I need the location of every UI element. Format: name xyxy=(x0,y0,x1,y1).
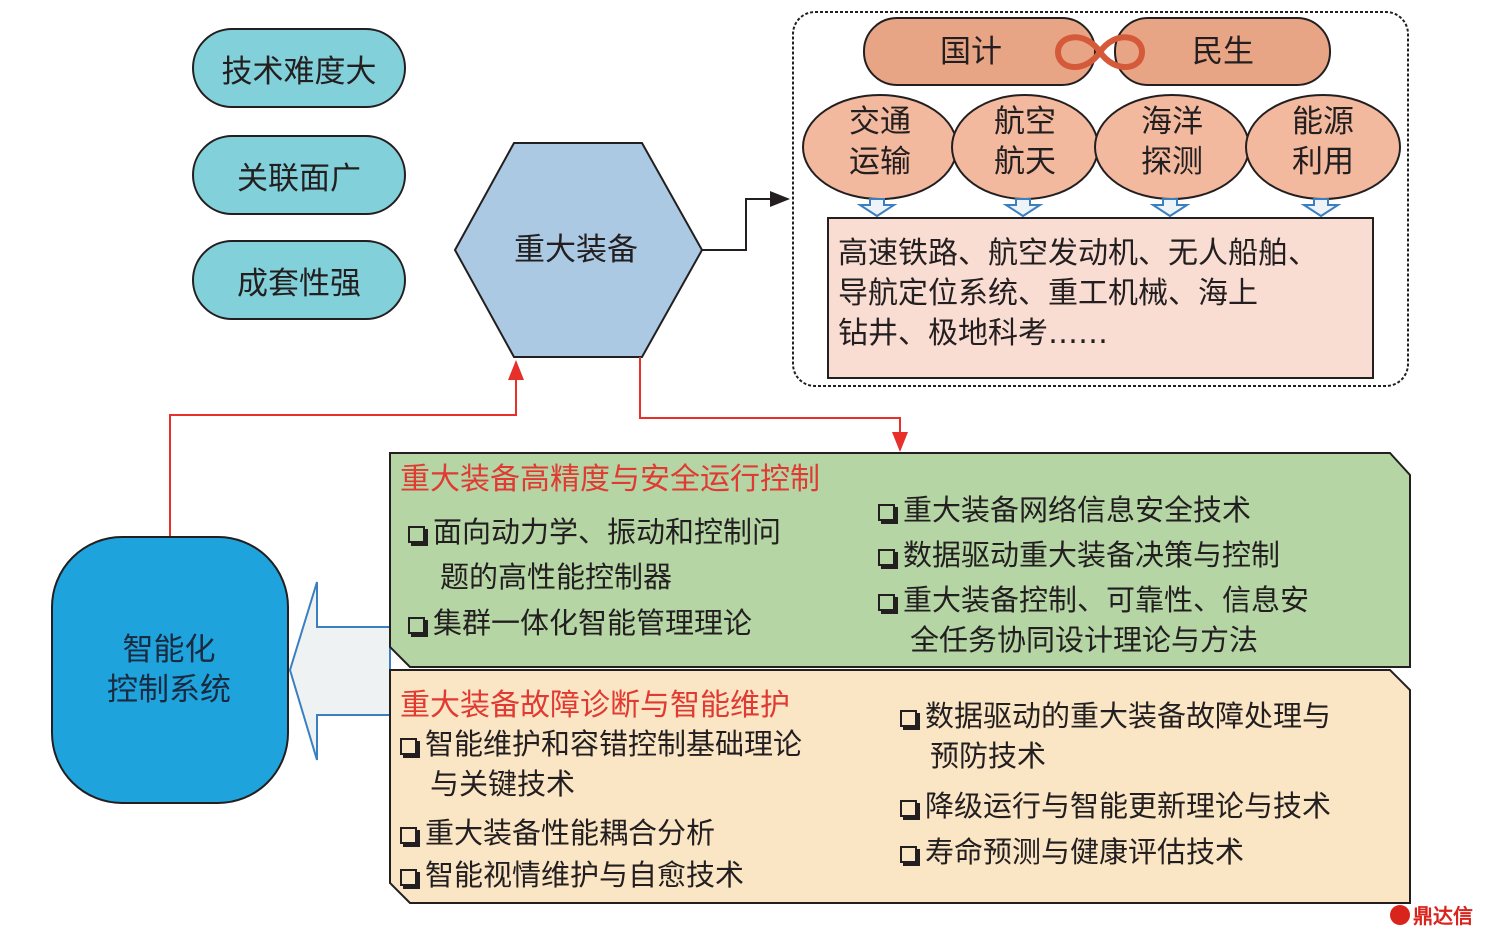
maintenance-item-cont: 预防技术 xyxy=(930,739,1047,773)
system-label: 智能化控制系统 xyxy=(107,632,231,708)
examples-line: 导航定位系统、重工机械、海上 xyxy=(838,276,1258,311)
control-item: 集群一体化智能管理理论 xyxy=(408,603,752,643)
maintenance-item-cont: 与关键技术 xyxy=(430,767,576,801)
connector-arrow xyxy=(702,191,790,251)
application-dashed-box xyxy=(792,11,1409,387)
national-label: 国计 xyxy=(940,34,1002,70)
maintenance-item: 数据驱动的重大装备故障处理与 xyxy=(900,696,1331,736)
maintenance-panel-bg xyxy=(389,669,1411,904)
domain-transport: 交通运输 xyxy=(849,104,911,180)
examples-line: 钻井、极地科考…… xyxy=(838,316,1108,351)
maintenance-item: 寿命预测与健康评估技术 xyxy=(900,832,1244,872)
checkbox-icon xyxy=(900,710,917,727)
feature-pill: 关联面广 xyxy=(192,135,406,215)
control-panel-bg xyxy=(389,452,1411,668)
examples-box xyxy=(827,217,1374,379)
control-item-cont: 题的高性能控制器 xyxy=(440,560,673,594)
watermark-text: 鼎达信 xyxy=(1413,904,1473,928)
domain-aerospace: 航空航天 xyxy=(994,104,1056,180)
livelihood-pill xyxy=(1114,17,1331,86)
control-item-cont: 全任务协同设计理论与方法 xyxy=(910,623,1259,657)
checkbox-icon xyxy=(878,549,895,566)
maintenance-item: 重大装备性能耦合分析 xyxy=(400,813,715,853)
down-arrow-icons xyxy=(856,198,1342,218)
checkbox-icon xyxy=(900,846,917,863)
national-pill xyxy=(863,17,1096,86)
checkbox-icon xyxy=(900,800,917,817)
examples-line: 高速铁路、航空发动机、无人船舶、 xyxy=(838,236,1318,271)
control-item: 数据驱动重大装备决策与控制 xyxy=(878,535,1280,575)
checkbox-icon xyxy=(878,594,895,611)
domain-energy: 能源利用 xyxy=(1292,104,1354,180)
system-block xyxy=(51,536,289,804)
checkbox-icon xyxy=(400,738,417,755)
watermark-logo: 鼎达信 xyxy=(1390,900,1473,929)
big-left-arrow xyxy=(288,581,391,761)
maintenance-item: 智能维护和容错控制基础理论 xyxy=(400,724,802,764)
domain-ellipses xyxy=(802,94,1401,200)
checkbox-icon xyxy=(400,869,417,886)
logo-icon xyxy=(1390,904,1410,925)
control-item: 重大装备控制、可靠性、信息安 xyxy=(878,580,1309,620)
control-item: 重大装备网络信息安全技术 xyxy=(878,490,1251,530)
checkbox-icon xyxy=(878,504,895,521)
maintenance-item: 智能视情维护与自愈技术 xyxy=(400,855,744,895)
control-item: 面向动力学、振动和控制问 xyxy=(408,512,781,552)
checkbox-icon xyxy=(408,617,425,634)
feedback-arrow xyxy=(169,360,524,537)
checkbox-icon xyxy=(400,827,417,844)
maintenance-title: 重大装备故障诊断与智能维护 xyxy=(400,688,790,723)
requirement-arrow xyxy=(639,357,908,452)
livelihood-label: 民生 xyxy=(1192,34,1254,70)
infinity-icon xyxy=(1054,34,1146,70)
domain-ocean: 海洋探测 xyxy=(1141,104,1203,180)
control-title: 重大装备高精度与安全运行控制 xyxy=(400,462,820,497)
checkbox-icon xyxy=(408,526,425,543)
feature-pill: 技术难度大 xyxy=(192,28,406,108)
feature-pill: 成套性强 xyxy=(192,240,406,320)
center-label: 重大装备 xyxy=(514,232,638,268)
maintenance-item: 降级运行与智能更新理论与技术 xyxy=(900,786,1331,826)
